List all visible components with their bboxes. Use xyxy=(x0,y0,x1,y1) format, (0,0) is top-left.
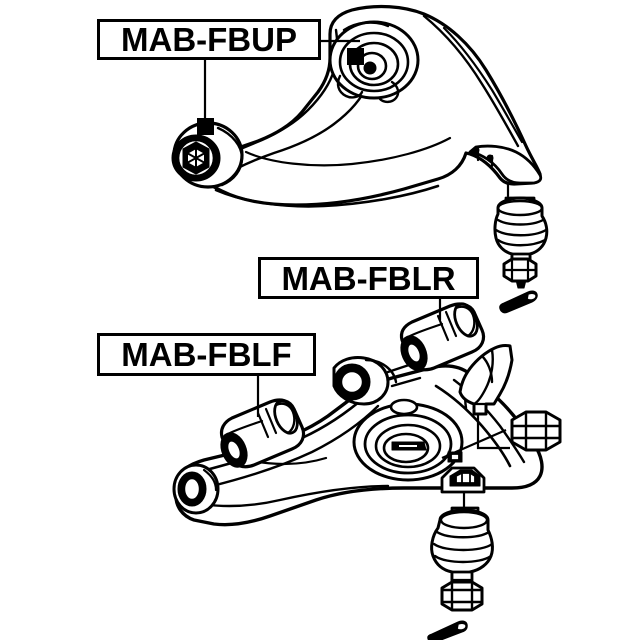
lower-arm-ball-joint-housing xyxy=(352,398,464,482)
upper-ball-joint-group xyxy=(493,196,549,314)
part-label-mab-fblr[interactable]: MAB-FBLR xyxy=(258,257,479,299)
lower-arm-hex-nut xyxy=(441,410,562,460)
lower-arm-upper-collar xyxy=(332,356,422,406)
lower-ball-joint-nut xyxy=(440,580,484,612)
upper-control-arm-group xyxy=(171,4,543,208)
lower-arm-rear-bushing-part xyxy=(399,302,486,372)
lower-arm-left-eye xyxy=(172,463,220,515)
lower-control-arm-group xyxy=(172,356,544,527)
part-label-mab-fblf[interactable]: MAB-FBLF xyxy=(97,333,316,376)
lower-arm-front-bushing-part xyxy=(219,398,306,469)
upper-ball-joint-cotter-pin xyxy=(499,290,538,314)
lower-ball-joint-cotter-pin xyxy=(427,620,468,640)
upper-ball-joint-nut xyxy=(502,257,538,283)
marker-fbup-right xyxy=(347,48,364,65)
lower-arm-balljoint-pad xyxy=(440,466,486,494)
part-label-mab-fbup[interactable]: MAB-FBUP xyxy=(97,19,321,60)
lower-ball-joint-group xyxy=(427,492,494,640)
label-leader-lines xyxy=(197,39,442,417)
lower-arm-bracket-wedge xyxy=(458,344,514,424)
marker-fbup-left xyxy=(197,118,214,135)
